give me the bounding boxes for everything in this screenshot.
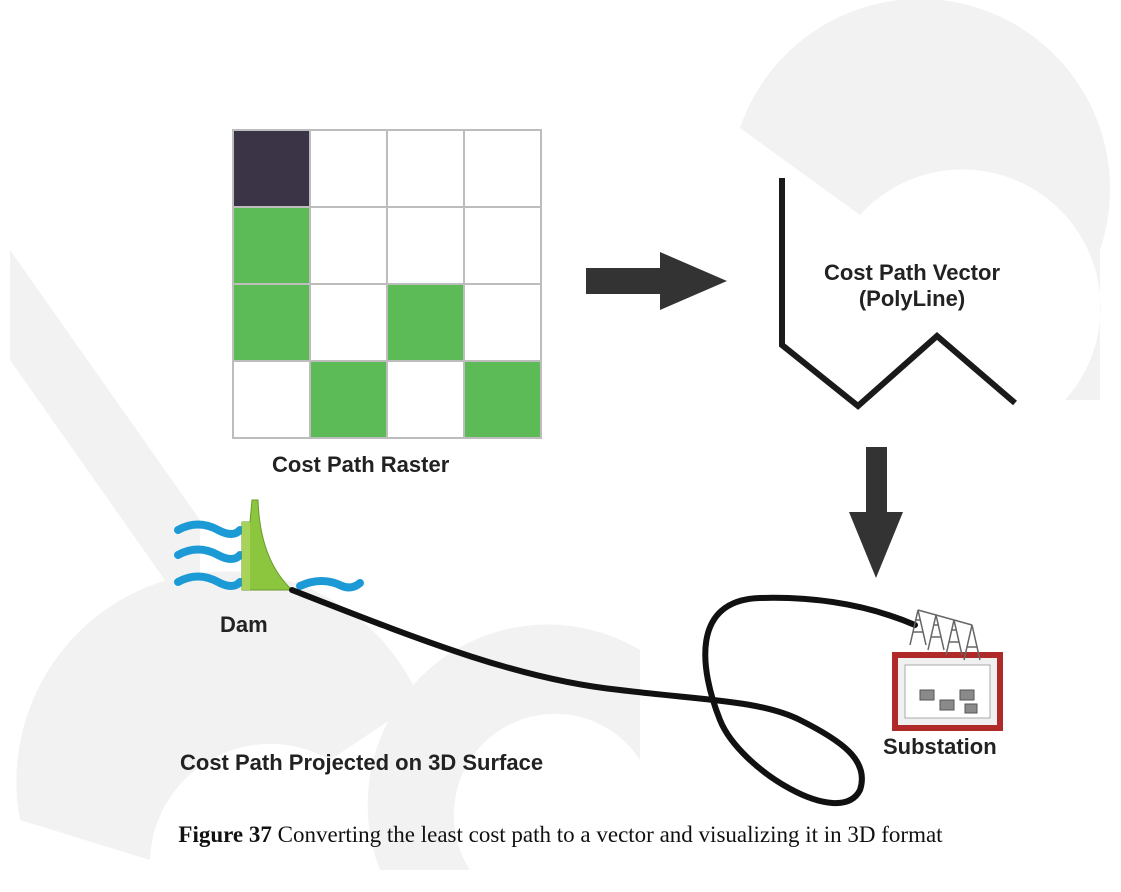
substation-transformers-icon bbox=[919, 689, 978, 714]
raster-cell-r1-c1 bbox=[309, 206, 388, 285]
raster-cell-r2-c1 bbox=[309, 283, 388, 362]
water-waves-icon bbox=[174, 520, 364, 592]
down-arrow-icon bbox=[849, 447, 903, 578]
substation-towers-icon bbox=[909, 609, 981, 661]
cost-path-polyline bbox=[779, 178, 1017, 410]
right-arrow-icon bbox=[586, 252, 727, 310]
vector-label-line2: (PolyLine) bbox=[858, 286, 966, 311]
cost-path-raster-grid bbox=[232, 129, 542, 439]
watermark-diagonal-left bbox=[10, 250, 200, 630]
watermark-arc-bottom-left bbox=[16, 571, 421, 860]
dam-illustration bbox=[174, 499, 364, 592]
substation-illustration bbox=[892, 609, 1003, 731]
watermark-arc-top-right bbox=[740, 0, 1110, 400]
figure-number: Figure 37 bbox=[178, 822, 272, 847]
raster-cell-r3-c1 bbox=[309, 360, 388, 439]
figure-caption: Figure 37 Converting the least cost path… bbox=[0, 822, 1121, 848]
figure-caption-text: Converting the least cost path to a vect… bbox=[271, 822, 943, 847]
raster-cell-r3-c3 bbox=[463, 360, 542, 439]
raster-cell-r2-c3 bbox=[463, 283, 542, 362]
background-watermark bbox=[10, 0, 1110, 870]
substation-label: Substation bbox=[883, 734, 997, 759]
raster-cell-r1-c2 bbox=[386, 206, 465, 285]
raster-cell-r1-c0 bbox=[232, 206, 311, 285]
raster-cell-r0-c3 bbox=[463, 129, 542, 208]
raster-cell-r0-c0 bbox=[232, 129, 311, 208]
raster-cell-r0-c2 bbox=[386, 129, 465, 208]
raster-cell-r2-c0 bbox=[232, 283, 311, 362]
raster-label: Cost Path Raster bbox=[272, 452, 450, 477]
projected-cost-path bbox=[289, 587, 918, 806]
dam-light-face bbox=[242, 522, 250, 590]
raster-cell-r3-c2 bbox=[386, 360, 465, 439]
raster-cell-r0-c1 bbox=[309, 129, 388, 208]
projected-path-label: Cost Path Projected on 3D Surface bbox=[180, 750, 544, 775]
raster-cell-r1-c3 bbox=[463, 206, 542, 285]
dam-label: Dam bbox=[220, 612, 268, 637]
raster-cell-r2-c2 bbox=[386, 283, 465, 362]
vector-label-line1: Cost Path Vector bbox=[823, 260, 1001, 285]
raster-cell-r3-c0 bbox=[232, 360, 311, 439]
